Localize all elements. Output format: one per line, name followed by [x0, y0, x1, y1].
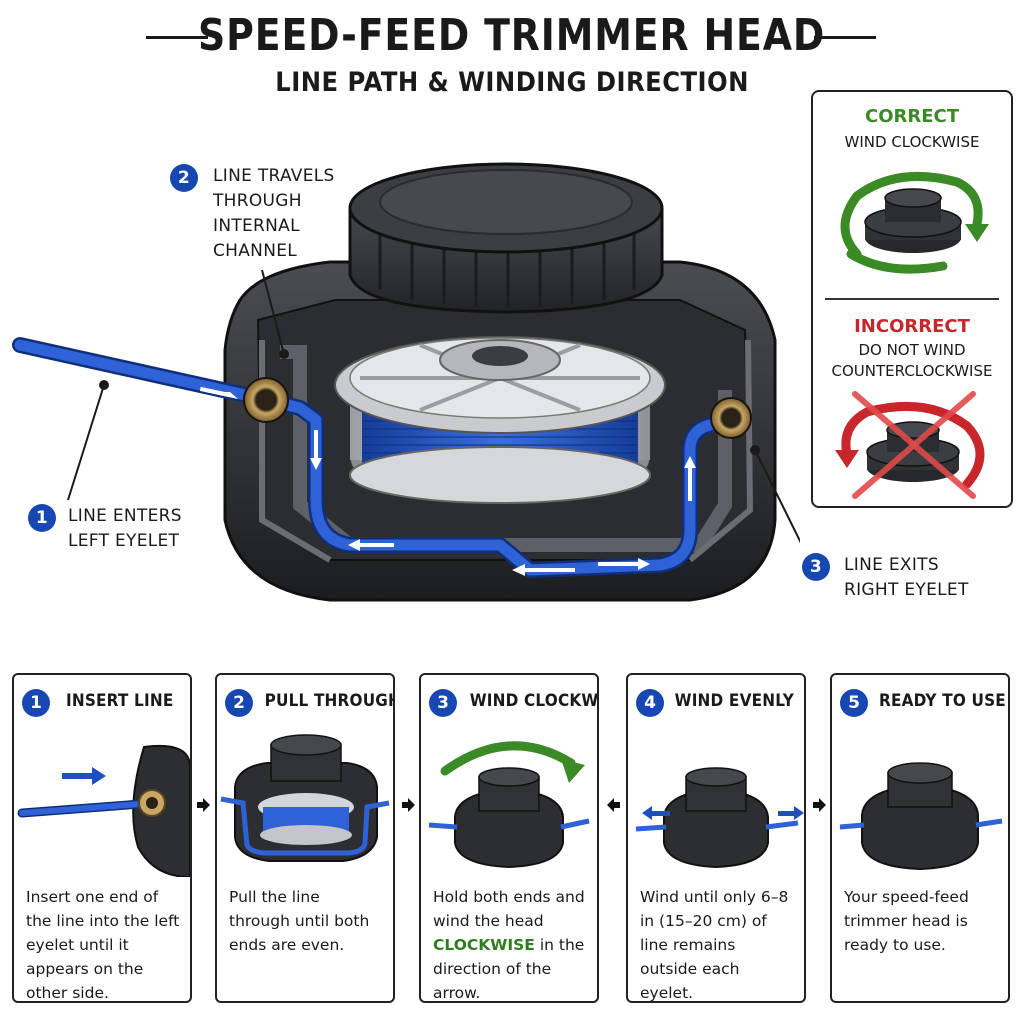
step-text-3: Hold both ends and wind the head CLOCKWI… — [433, 888, 585, 1002]
callout-number-3: 3 — [802, 553, 830, 581]
wind-evenly-illustration — [635, 767, 804, 869]
step-text-2: Pull the line through until both ends ar… — [229, 888, 370, 954]
correct-heading: CORRECT — [864, 106, 960, 127]
step-text-5: Your speed-feed trimmer head is ready to… — [844, 888, 969, 954]
step-number-2: 2 — [225, 689, 253, 717]
step-panel-2: 2 PULL THROUGH Pull the line through unt… — [215, 673, 395, 1003]
step-panel-5: 5 READY TO USE Your speed-feed trimmer h… — [830, 673, 1010, 1003]
winding-direction-box: CORRECT WIND CLOCKWISE INCORRECT DO NOT … — [811, 90, 1013, 508]
incorrect-text: DO NOT WIND COUNTERCLOCKWISE — [831, 341, 993, 380]
step-text-1: Insert one end of the line into the left… — [26, 888, 180, 1002]
step-title-2: PULL THROUGH — [264, 691, 395, 711]
pull-through-illustration — [220, 734, 390, 862]
page-title: SPEED-FEED TRIMMER HEAD — [198, 10, 826, 61]
counterclockwise-crossed-icon — [835, 391, 985, 499]
callout-text-2: LINE TRAVELS THROUGH INTERNAL CHANNEL — [213, 166, 335, 261]
callout-number-2: 2 — [170, 164, 198, 192]
correct-text: WIND CLOCKWISE — [844, 133, 980, 151]
step-title-1: INSERT LINE — [66, 691, 174, 711]
step-arrow-4-icon — [811, 797, 827, 813]
step-panel-4: 4 WIND EVENLY Wind until only 6–8 in (15… — [626, 673, 806, 1003]
callout-line-exits: 3 LINE EXITS RIGHT EYELET — [802, 553, 1002, 603]
step-panel-1: 1 INSERT LINE Insert one end of the line… — [12, 673, 192, 1003]
clockwise-arrow-icon — [840, 171, 989, 274]
callout-text-3: LINE EXITS RIGHT EYELET — [844, 555, 969, 600]
title-row: SPEED-FEED TRIMMER HEAD — [0, 8, 1024, 64]
title-rule-right — [814, 36, 876, 39]
callout-number-1: 1 — [28, 504, 56, 532]
trimmer-head-cutaway — [12, 162, 800, 602]
step-number-3: 3 — [429, 689, 457, 717]
step-arrow-3-icon — [606, 797, 622, 813]
incorrect-heading: INCORRECT — [854, 316, 970, 337]
step-number-1: 1 — [22, 689, 50, 717]
step-text-4: Wind until only 6–8 in (15–20 cm) of lin… — [640, 888, 789, 1002]
ready-to-use-illustration — [839, 762, 1003, 871]
callout-line-enters: 1 LINE ENTERS LEFT EYELET — [28, 504, 228, 554]
step-arrow-1-icon — [195, 797, 211, 813]
direction-divider — [825, 298, 999, 300]
step-arrow-2-icon — [400, 797, 416, 813]
step-title-5: READY TO USE — [879, 691, 1006, 711]
page-subtitle: LINE PATH & WINDING DIRECTION — [275, 67, 749, 98]
wind-clockwise-illustration — [428, 741, 590, 869]
insert-line-illustration — [17, 744, 190, 877]
step-title-4: WIND EVENLY — [674, 691, 795, 711]
step-number-4: 4 — [636, 689, 664, 717]
step-title-3: WIND CLOCKWISE — [469, 691, 599, 711]
clockwise-highlight: CLOCKWISE — [433, 936, 535, 954]
callout-text-1: LINE ENTERS LEFT EYELET — [68, 506, 182, 551]
callout-line-travels: 2 LINE TRAVELS THROUGH INTERNAL CHANNEL — [170, 164, 370, 264]
step-panel-3: 3 WIND CLOCKWISE Hold both ends and wind… — [419, 673, 599, 1003]
step-number-5: 5 — [840, 689, 868, 717]
title-rule-left — [146, 36, 208, 39]
